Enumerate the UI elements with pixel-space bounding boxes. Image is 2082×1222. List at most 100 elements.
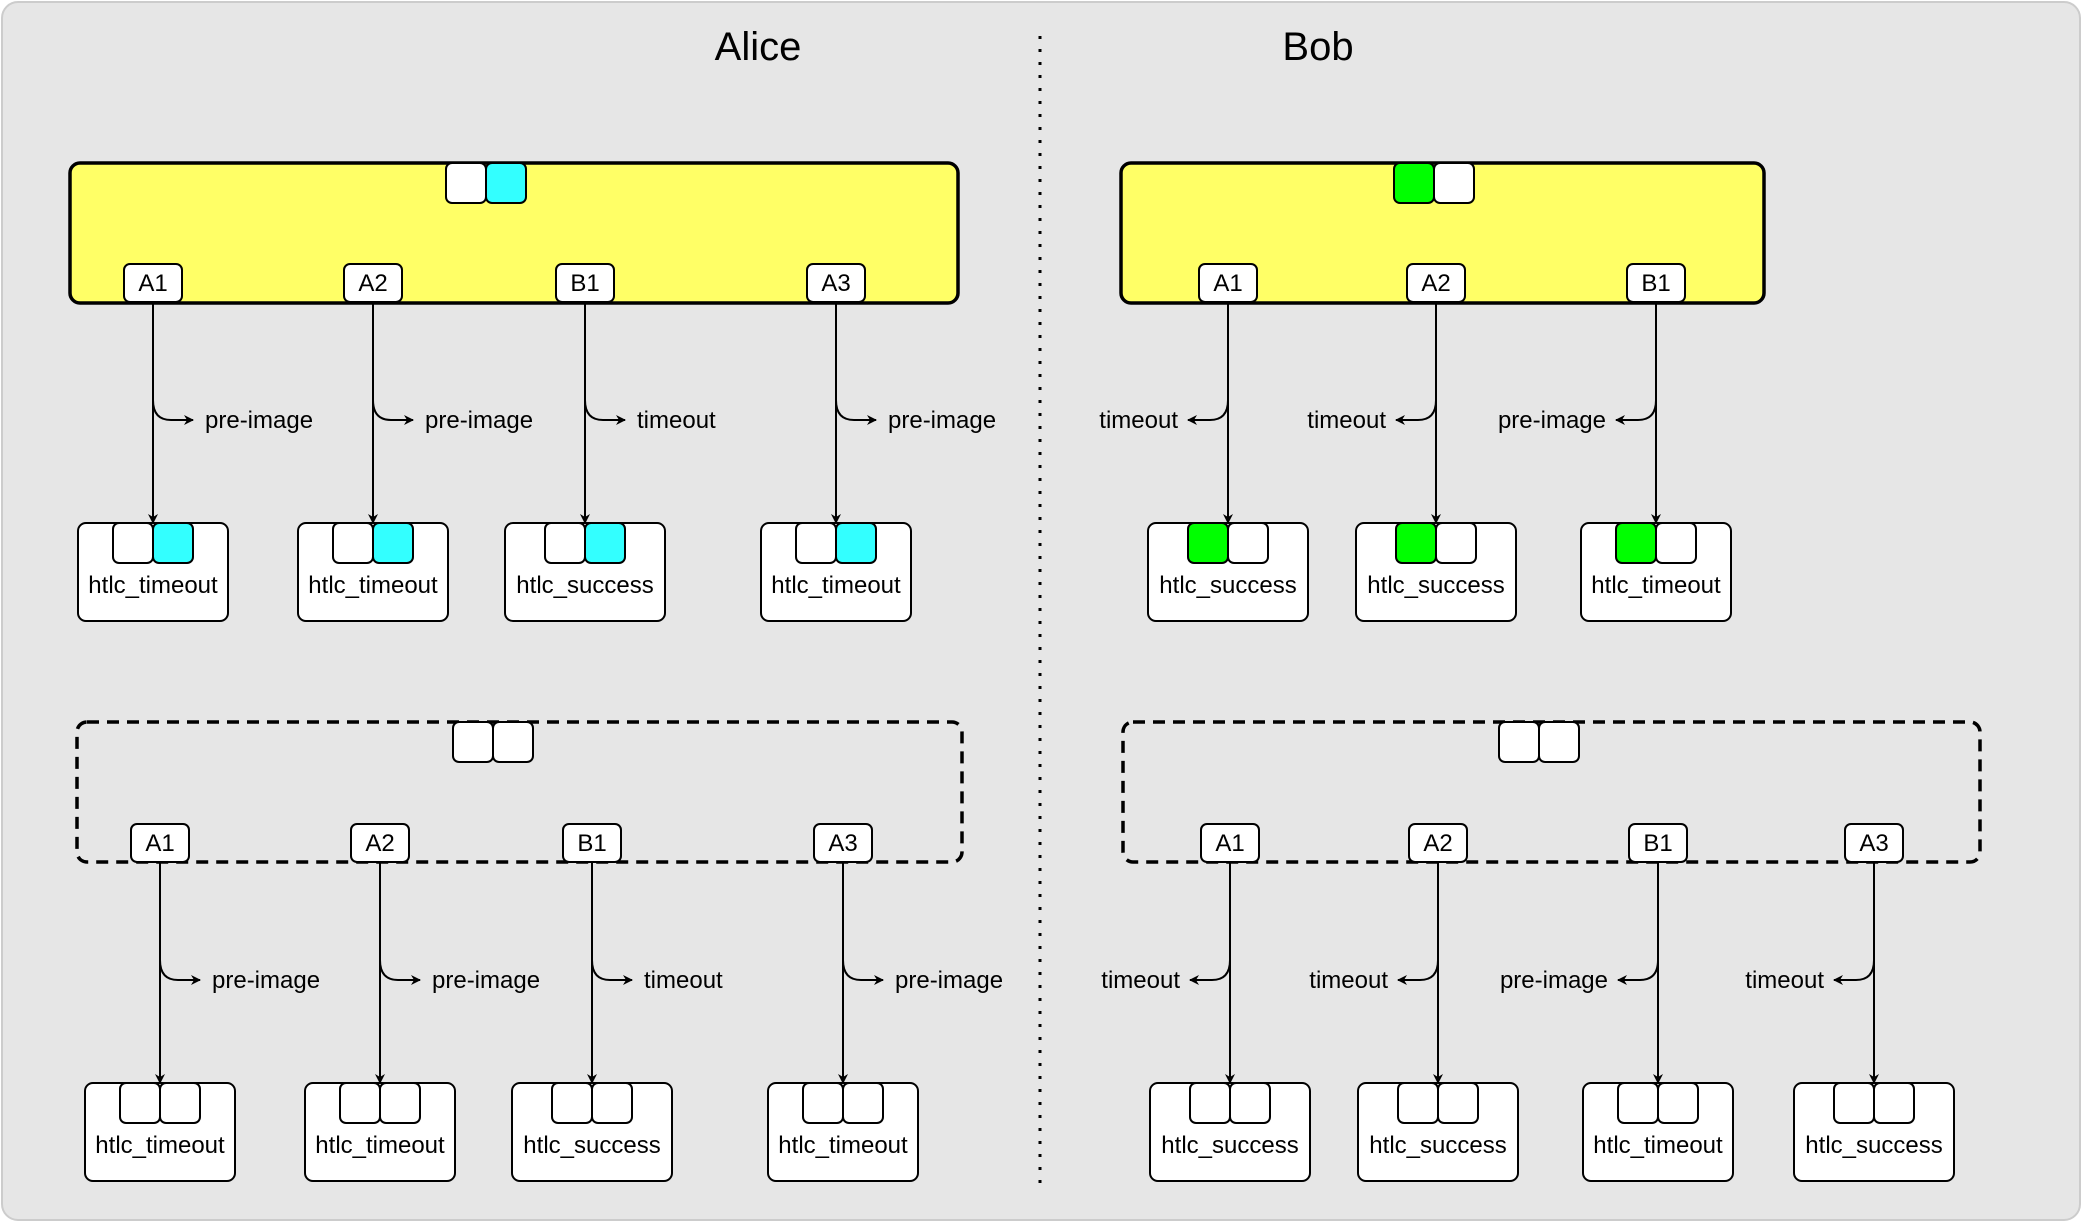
htlc-output-text: B1: [1643, 830, 1672, 857]
branch-label: timeout: [1307, 407, 1386, 434]
second-stage-key-slot-2: [159, 1082, 201, 1124]
second-stage-key-slot-1: [1833, 1082, 1875, 1124]
branch-label: pre-image: [425, 407, 533, 434]
branch-arrow: [1397, 959, 1439, 985]
pending-commitment-tx: [1121, 720, 1982, 864]
htlc-output-text: A3: [1859, 830, 1888, 857]
branch-label: timeout: [637, 407, 716, 434]
branch-arrow: [1617, 959, 1659, 985]
commitment-key-slot-1: [445, 162, 487, 204]
branch-arrow: [159, 959, 201, 985]
branch-arrow: [379, 959, 421, 985]
commitment-key-slot-2: [492, 721, 534, 763]
second-stage-key-slot-1: [1615, 522, 1657, 564]
htlc-output-text: A3: [828, 830, 857, 857]
second-stage-key-slot-1: [112, 522, 154, 564]
second-stage-key-slot-2: [1657, 1082, 1699, 1124]
branch-arrow: [842, 959, 884, 985]
commitment-key-slot-2: [485, 162, 527, 204]
second-stage-key-slot-2: [1655, 522, 1697, 564]
htlc-output-text: A1: [1213, 270, 1242, 297]
htlc-output-text: A1: [145, 830, 174, 857]
bob-top-group: A1 timeout htlc_success A2 timeout htlc_succe…: [1099, 161, 1766, 622]
second-stage-key-slot-2: [584, 522, 626, 564]
branch-arrow: [372, 399, 414, 425]
second-stage-label: htlc_timeout: [88, 572, 218, 599]
second-stage-label: htlc_success: [523, 1132, 660, 1159]
second-stage-key-slot-2: [835, 522, 877, 564]
second-stage-label: htlc_timeout: [771, 572, 901, 599]
second-stage-label: htlc_timeout: [315, 1132, 445, 1159]
second-stage-label: htlc_success: [1367, 572, 1504, 599]
branch-label: timeout: [644, 967, 723, 994]
branch-arrow: [591, 959, 633, 985]
branch-arrow: [1395, 399, 1437, 425]
htlc-output-text: A2: [365, 830, 394, 857]
branch-label: pre-image: [1498, 407, 1606, 434]
second-stage-label: htlc_timeout: [308, 572, 438, 599]
branch-arrow: [1187, 399, 1229, 425]
second-stage-key-slot-1: [544, 522, 586, 564]
second-stage-key-slot-1: [1617, 1082, 1659, 1124]
branch-arrow: [584, 399, 626, 425]
commitment-key-slot-2: [1538, 721, 1580, 763]
branch-label: timeout: [1101, 967, 1180, 994]
branch-label: pre-image: [432, 967, 540, 994]
second-stage-key-slot-2: [1227, 522, 1269, 564]
second-stage-key-slot-1: [802, 1082, 844, 1124]
second-stage-key-slot-1: [332, 522, 374, 564]
second-stage-label: htlc_timeout: [778, 1132, 908, 1159]
htlc-output-text: A1: [1215, 830, 1244, 857]
commitment-key-slot-1: [1498, 721, 1540, 763]
bob-title: Bob: [1282, 25, 1353, 69]
branch-label: pre-image: [205, 407, 313, 434]
branch-label: pre-image: [888, 407, 996, 434]
second-stage-key-slot-2: [372, 522, 414, 564]
htlc-output-text: B1: [570, 270, 599, 297]
second-stage-key-slot-2: [152, 522, 194, 564]
branch-arrow: [1833, 959, 1875, 985]
htlc-output-text: A2: [1423, 830, 1452, 857]
second-stage-label: htlc_success: [1369, 1132, 1506, 1159]
second-stage-key-slot-1: [1395, 522, 1437, 564]
second-stage-label: htlc_timeout: [1591, 572, 1721, 599]
alice-bottom-group: A1 pre-image htlc_timeout A2 pre-image htlc_t…: [75, 720, 1003, 1182]
second-stage-label: htlc_success: [1159, 572, 1296, 599]
bob-bottom-group: A1 timeout htlc_success A2 timeout htlc_succe…: [1101, 720, 1982, 1182]
branch-label: pre-image: [212, 967, 320, 994]
branch-arrow: [1189, 959, 1231, 985]
second-stage-key-slot-1: [1397, 1082, 1439, 1124]
htlc-output-text: B1: [1641, 270, 1670, 297]
htlc-output-text: A1: [138, 270, 167, 297]
htlc-output-text: A3: [821, 270, 850, 297]
htlc-output-text: B1: [577, 830, 606, 857]
branch-label: pre-image: [895, 967, 1003, 994]
alice-top-group: A1pre-imagehtlc_timeoutA2pre-imagehtlc_t…: [68, 161, 996, 622]
second-stage-key-slot-2: [842, 1082, 884, 1124]
branch-label: timeout: [1745, 967, 1824, 994]
second-stage-key-slot-2: [1873, 1082, 1915, 1124]
branch-arrow: [835, 399, 877, 425]
second-stage-label: htlc_timeout: [1593, 1132, 1723, 1159]
second-stage-key-slot-2: [591, 1082, 633, 1124]
second-stage-key-slot-1: [119, 1082, 161, 1124]
alice-title: Alice: [715, 25, 802, 69]
pending-commitment-tx: [75, 720, 964, 864]
second-stage-key-slot-2: [1435, 522, 1477, 564]
second-stage-label: htlc_success: [1805, 1132, 1942, 1159]
second-stage-key-slot-1: [795, 522, 837, 564]
branch-label: timeout: [1309, 967, 1388, 994]
second-stage-key-slot-1: [1189, 1082, 1231, 1124]
htlc-output-text: A2: [1421, 270, 1450, 297]
branch-label: timeout: [1099, 407, 1178, 434]
branch-arrow: [152, 399, 194, 425]
commitment-key-slot-1: [452, 721, 494, 763]
second-stage-label: htlc_success: [1161, 1132, 1298, 1159]
second-stage-key-slot-1: [1187, 522, 1229, 564]
branch-label: pre-image: [1500, 967, 1608, 994]
second-stage-key-slot-2: [1229, 1082, 1271, 1124]
branch-arrow: [1615, 399, 1657, 425]
second-stage-key-slot-1: [339, 1082, 381, 1124]
second-stage-label: htlc_success: [516, 572, 653, 599]
